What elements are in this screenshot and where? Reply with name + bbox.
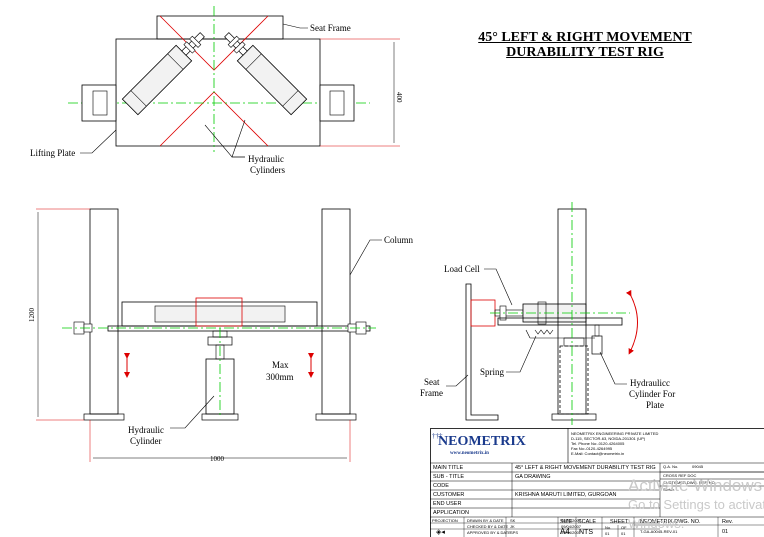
- checked-date: 09/04/2007: [561, 524, 582, 529]
- approved-date: 09/04/2007: [561, 530, 582, 535]
- front-view: 1200 1000 Column Max 300mm Hydraulic Cyl…: [28, 208, 414, 463]
- approved-label: APPROVED BY & DATE: [467, 530, 511, 535]
- company-fax: Fax No:-0120-4264995: [571, 446, 613, 451]
- label-cyl-plate-2: Cylinder For: [629, 389, 675, 399]
- main-title-label: MAIN TITLE: [433, 465, 463, 471]
- title-block: NEOMETRIX ††† www.neometrix.in NEOMETRIX…: [430, 428, 764, 537]
- approved-by: SPS: [510, 530, 518, 535]
- cust-dwg-label: CUSTOMER DWG. REF. NO.: [663, 480, 716, 485]
- scale-value: NTS: [579, 529, 593, 536]
- drawing-title-line2: DURABILITY TEST RIG: [506, 45, 664, 60]
- qa-no-value: 09045: [692, 464, 704, 469]
- front-dim-1200: 1200: [28, 308, 36, 323]
- top-dim-400: 400: [395, 92, 403, 103]
- sheet-of: 01: [621, 531, 626, 536]
- side-view: Load Cell Seat Frame Spring Hydraulicc C…: [420, 202, 675, 425]
- drawn-date: 09/04/2007: [561, 518, 582, 523]
- drawing-title-line1: 45° LEFT & RIGHT MOVEMENT: [478, 30, 692, 45]
- sub-title-value: GA DRAWING: [515, 474, 551, 480]
- company-phone: Tel. Phone No:-0120-4264005: [571, 441, 625, 446]
- qa-no-label: Q.A. No.: [663, 464, 678, 469]
- cross-ref-label: CROSS REF DOC: [663, 473, 696, 478]
- watermark-line2: Go to Settings to activate Windows.: [628, 497, 764, 531]
- label-seat-frame-side-2: Frame: [420, 388, 443, 398]
- label-seat-frame: Seat Frame: [310, 23, 351, 33]
- company-name: NEOMETRIX ENGINEERING PRIVATE LIMITED: [571, 431, 659, 436]
- label-cyl-plate-3: Plate: [646, 400, 664, 410]
- checked-label: CHECKED BY & DATE: [467, 524, 509, 529]
- size-value: A4: [560, 527, 570, 536]
- dwg-no-label: NEOMETRIX DWG. NO.: [640, 519, 701, 525]
- label-cyl-plate-1: Hydraulicc: [630, 378, 670, 388]
- label-column: Column: [384, 235, 414, 245]
- checked-by: JK: [510, 524, 515, 529]
- end-user-label: END USER: [433, 501, 461, 507]
- sheet-no: 01: [605, 531, 610, 536]
- label-hydraulic-cylinders-1: Hydraulic: [248, 154, 284, 164]
- watermark-line1: Activate Windows: [628, 476, 763, 495]
- customer-value: KRISHNA MARUTI LIMITED, GURGOAN: [515, 492, 616, 498]
- company-website: www.neometrix.in: [450, 451, 489, 456]
- sheet-of-label: OF: [621, 525, 627, 530]
- label-spring: Spring: [480, 367, 505, 377]
- drawn-label: DRAWN BY & DATE: [467, 518, 504, 523]
- code-label: CODE: [433, 483, 449, 489]
- label-max-1: Max: [272, 360, 289, 370]
- sub-title-label: SUB - TITLE: [433, 474, 464, 480]
- company-email: E-Mail: Contact@neometrix.in: [571, 451, 624, 456]
- left-cylinder: [121, 32, 205, 116]
- dwg-no-value: T-GA-A0045-REV-01: [640, 529, 678, 534]
- label-hydraulic-cylinder-1: Hydraulic: [128, 425, 164, 435]
- sheet-no-label: No.: [605, 525, 611, 530]
- label-load-cell: Load Cell: [444, 264, 480, 274]
- main-title-value: 45° LEFT & RIGHT MOVEMENT DURABILITY TES…: [515, 465, 656, 471]
- top-view: 400 Seat Frame Lifting Plate Hydraulic C…: [30, 6, 403, 175]
- drawn-by: SK: [510, 518, 516, 523]
- company-address: D-115, SECTOR-63, NOIDA-201301 (UP): [571, 436, 646, 441]
- label-hydraulic-cylinders-2: Cylinders: [250, 165, 285, 175]
- size-label: SIZE: [560, 519, 573, 525]
- application-label: APPLICATION: [433, 510, 469, 516]
- rev-value: 01: [722, 529, 728, 535]
- sheet-label: SHEET: [610, 519, 629, 525]
- logo-mark-icon: †††: [432, 432, 443, 440]
- label-lifting-plate: Lifting Plate: [30, 148, 75, 158]
- projection-label: PROJECTION: [432, 518, 458, 523]
- label-hydraulic-cylinder-2: Cylinder: [130, 436, 162, 446]
- projection-symbol-icon: ◈◂: [436, 528, 445, 536]
- rev-label: Rev.: [722, 519, 733, 525]
- label-max-2: 300mm: [266, 372, 294, 382]
- front-dim-1000: 1000: [210, 455, 225, 463]
- status-label: Status: [663, 487, 674, 492]
- activation-watermark: Activate Windows Go to Settings to activ…: [628, 476, 764, 533]
- label-seat-frame-side-1: Seat: [424, 377, 440, 387]
- customer-label: CUSTOMER: [433, 492, 464, 498]
- scale-label: SCALE: [578, 519, 596, 525]
- right-cylinder: [224, 32, 308, 116]
- company-logo: NEOMETRIX: [438, 434, 526, 449]
- drawing-title: 45° LEFT & RIGHT MOVEMENT DURABILITY TES…: [440, 30, 730, 60]
